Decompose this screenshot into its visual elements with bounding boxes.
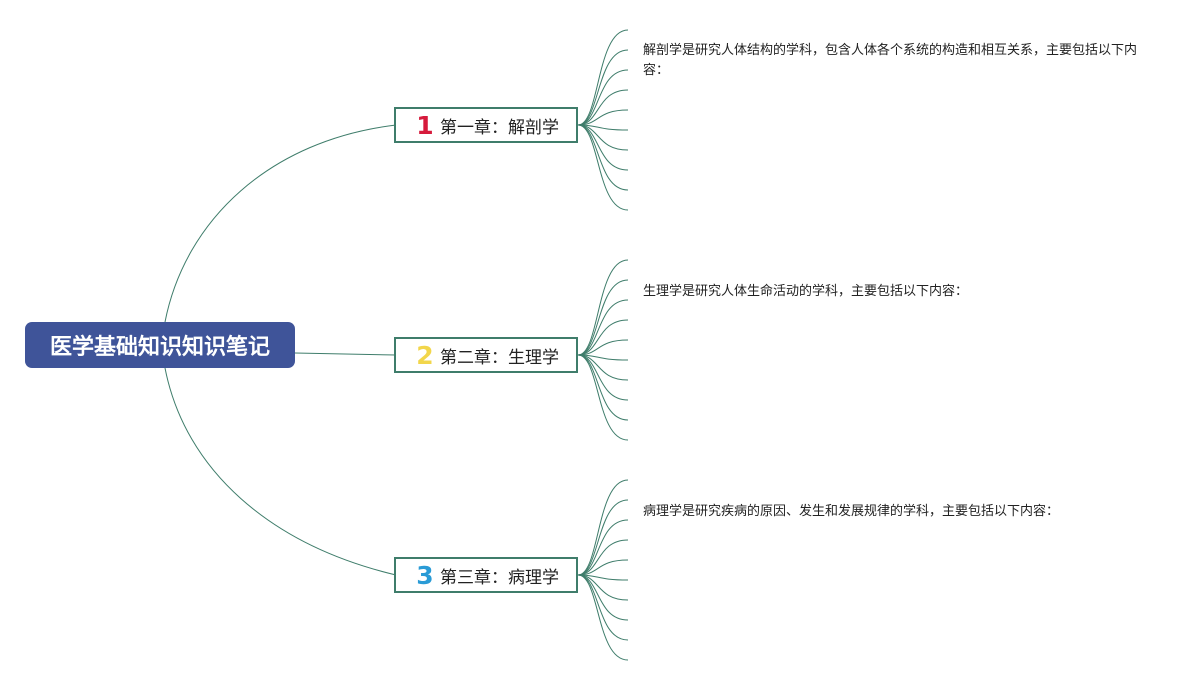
- chapter-1-branch-line: [577, 89, 629, 126]
- chapter-3-branch-line: [577, 499, 629, 576]
- number-3-icon: 3: [416, 560, 434, 590]
- chapter-3-branch-line: [577, 539, 629, 576]
- number-1-icon: 1: [416, 110, 434, 140]
- root-topic-label: 医学基础知识知识笔记: [49, 335, 270, 360]
- root-to-chapter-2-connector: [294, 352, 397, 356]
- chapter-1-branch-line: [577, 49, 629, 126]
- chapter-1-branch-line: [577, 69, 629, 126]
- root-topic[interactable]: 医学基础知识知识笔记: [25, 322, 295, 368]
- chapter-2-branch-line: [577, 299, 629, 356]
- chapter-2-branch-line: [577, 259, 629, 356]
- chapter-1-branch-line: [577, 29, 629, 126]
- chapter-3-branch-line: [577, 559, 629, 576]
- number-2-icon: 2: [416, 340, 434, 370]
- chapter-3-branch-line: [577, 479, 629, 576]
- chapter-2-description[interactable]: 生理学是研究人体生命活动的学科，主要包括以下内容：: [643, 284, 969, 299]
- chapter-2-title: 第二章：生理学: [440, 347, 559, 368]
- chapter-3-branch-line: [577, 574, 629, 621]
- chapter-1-node[interactable]: 1 第一章：解剖学: [394, 107, 578, 143]
- chapter-2-branch-line: [577, 319, 629, 356]
- chapter-3-branch-line: [577, 574, 629, 661]
- root-to-chapter-1-connector: [164, 124, 397, 323]
- root-to-chapter-3-connector: [164, 367, 397, 576]
- chapter-2-branch-line: [577, 339, 629, 356]
- chapter-1-title: 第一章：解剖学: [440, 117, 559, 138]
- chapter-3-branch-line: [577, 519, 629, 576]
- chapter-1-branch-line: [577, 124, 629, 211]
- chapter-2-branch-line: [577, 354, 629, 401]
- chapter-2-branch-line: [577, 354, 629, 441]
- chapter-1-branch-line: [577, 124, 629, 171]
- chapter-3-node[interactable]: 3 第三章：病理学: [394, 557, 578, 593]
- chapter-1-description[interactable]: 解剖学是研究人体结构的学科，包含人体各个系统的构造和相互关系，主要包括以下内容：: [643, 43, 1138, 78]
- chapter-2-branch-line: [577, 279, 629, 356]
- chapter-3-title: 第三章：病理学: [440, 567, 559, 588]
- chapter-3-description[interactable]: 病理学是研究疾病的原因、发生和发展规律的学科，主要包括以下内容：: [643, 504, 1060, 519]
- chapter-1-branch-line: [577, 109, 629, 126]
- chapter-2-node[interactable]: 2 第二章：生理学: [394, 337, 578, 373]
